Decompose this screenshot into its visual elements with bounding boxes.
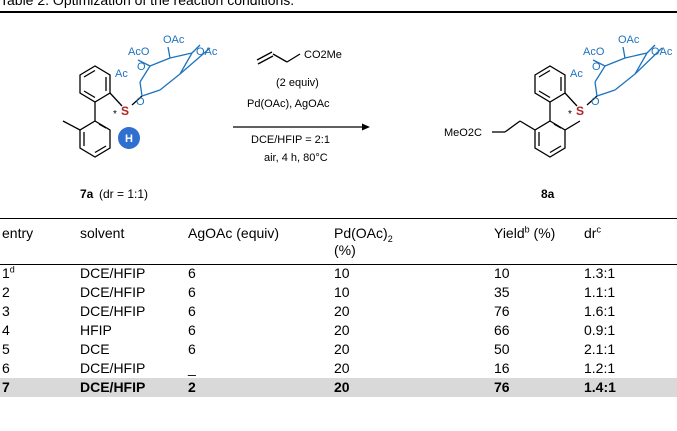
- dr-cell: 1.6:1: [584, 303, 616, 319]
- agoac-cell: 2: [186, 378, 332, 397]
- svg-text:O: O: [591, 96, 600, 108]
- reactant-dr: (dr = 1:1): [99, 187, 148, 201]
- svg-text:OAc: OAc: [618, 34, 640, 46]
- dr-cell: 1.1:1: [584, 284, 616, 300]
- catalysts-label: Pd(OAc), AgOAc: [247, 98, 330, 110]
- pd-cell: 20: [334, 303, 350, 319]
- dr-cell: 0.9:1: [584, 322, 616, 338]
- header-rule-bottom: [0, 264, 677, 265]
- hydrogen-label: H: [125, 133, 133, 145]
- yield-cell: 10: [494, 265, 510, 281]
- oac-top-label: OAc: [163, 34, 185, 46]
- ac-label: Ac: [115, 68, 128, 80]
- solvent-cell: HFIP: [80, 322, 112, 338]
- yield-cell: 76: [492, 378, 582, 397]
- table-row: 6 DCE/HFIP _ 20 16 1.2:1: [0, 359, 677, 378]
- header-solvent: solvent: [80, 225, 125, 241]
- agoac-cell: 6: [188, 284, 196, 300]
- sulfur-label: S: [121, 104, 129, 118]
- svg-text:*: *: [568, 109, 572, 120]
- header-yield: Yieldb (%): [494, 224, 556, 241]
- table-caption: Table 2. Optimization of the reaction co…: [0, 0, 295, 8]
- header-rule-top: [0, 218, 677, 219]
- entry-cell: 7: [0, 378, 78, 397]
- solvent-cell: DCE/HFIP: [80, 284, 146, 300]
- agoac-cell: 6: [188, 341, 196, 357]
- table-row: 5 DCE 6 20 50 2.1:1: [0, 340, 677, 359]
- solvent-ratio: DCE/HFIP = 2:1: [251, 134, 330, 146]
- table-row: 4 HFIP 6 20 66 0.9:1: [0, 321, 677, 340]
- entry-cell: 6: [2, 360, 10, 376]
- entry-cell: 3: [2, 303, 10, 319]
- conditions-table: entry solvent AgOAc (equiv) Pd(OAc)2(%) …: [0, 220, 677, 397]
- solvent-cell: DCE: [80, 341, 110, 357]
- top-rule: [0, 11, 677, 13]
- reaction-scheme: AcO OAc OAc Ac O O S * H AcO OAc OAc Ac …: [62, 34, 673, 201]
- svg-text:AcO: AcO: [583, 46, 605, 58]
- yield-cell: 35: [494, 284, 510, 300]
- stereo-star: *: [113, 109, 117, 120]
- pd-cell: 10: [334, 284, 350, 300]
- entry-cell: 4: [2, 322, 10, 338]
- product-ester-label: MeO2C: [444, 127, 482, 139]
- table-header-row: entry solvent AgOAc (equiv) Pd(OAc)2(%) …: [0, 220, 677, 264]
- agoac-cell: 6: [188, 322, 196, 338]
- yield-cell: 50: [494, 341, 510, 357]
- ring-o-label: O: [137, 61, 146, 73]
- agoac-cell: 6: [188, 265, 196, 281]
- entry-cell: 2: [2, 284, 10, 300]
- alkene-reagent-label: CO2Me: [304, 49, 342, 61]
- acO-top-label: AcO: [128, 46, 150, 58]
- dr-cell: 1.2:1: [584, 360, 616, 376]
- header-dr: drc: [584, 224, 601, 241]
- solvent-cell: DCE/HFIP: [78, 378, 186, 397]
- solvent-cell: DCE/HFIP: [80, 303, 146, 319]
- agoac-cell: 6: [188, 303, 196, 319]
- header-agoac: AgOAc (equiv): [188, 225, 280, 241]
- table-row: 2 DCE/HFIP 6 10 35 1.1:1: [0, 283, 677, 302]
- pd-cell: 20: [334, 360, 350, 376]
- dr-cell: 1.4:1: [582, 378, 677, 397]
- svg-text:OAc: OAc: [651, 46, 673, 58]
- oac-right-label: OAc: [196, 46, 218, 58]
- agoac-cell: _: [188, 360, 196, 376]
- header-pd: Pd(OAc)2(%): [334, 225, 393, 258]
- pd-cell: 20: [334, 322, 350, 338]
- svg-text:O: O: [592, 61, 601, 73]
- entry-cell: 5: [2, 341, 10, 357]
- table-row: 3 DCE/HFIP 6 20 76 1.6:1: [0, 302, 677, 321]
- svg-text:Ac: Ac: [570, 68, 583, 80]
- dr-cell: 1.3:1: [584, 265, 616, 281]
- solvent-cell: DCE/HFIP: [80, 360, 146, 376]
- solvent-cell: DCE/HFIP: [80, 265, 146, 281]
- dr-cell: 2.1:1: [584, 341, 616, 357]
- entry-cell: 1d: [2, 264, 15, 281]
- table-row: 1d DCE/HFIP 6 10 10 1.3:1: [0, 264, 677, 283]
- pd-cell: 10: [334, 265, 350, 281]
- reagent-equiv: (2 equiv): [276, 77, 319, 89]
- svg-text:S: S: [576, 104, 584, 118]
- conditions-label: air, 4 h, 80°C: [264, 152, 328, 164]
- reactant-number: 7a: [80, 187, 94, 201]
- pd-cell: 20: [334, 341, 350, 357]
- glyco-o-label: O: [136, 96, 145, 108]
- header-entry: entry: [2, 225, 34, 241]
- yield-cell: 16: [494, 360, 510, 376]
- product-number: 8a: [541, 187, 555, 201]
- pd-cell: 20: [332, 378, 492, 397]
- yield-cell: 66: [494, 322, 510, 338]
- yield-cell: 76: [494, 303, 510, 319]
- h-highlight-circle: [118, 127, 140, 149]
